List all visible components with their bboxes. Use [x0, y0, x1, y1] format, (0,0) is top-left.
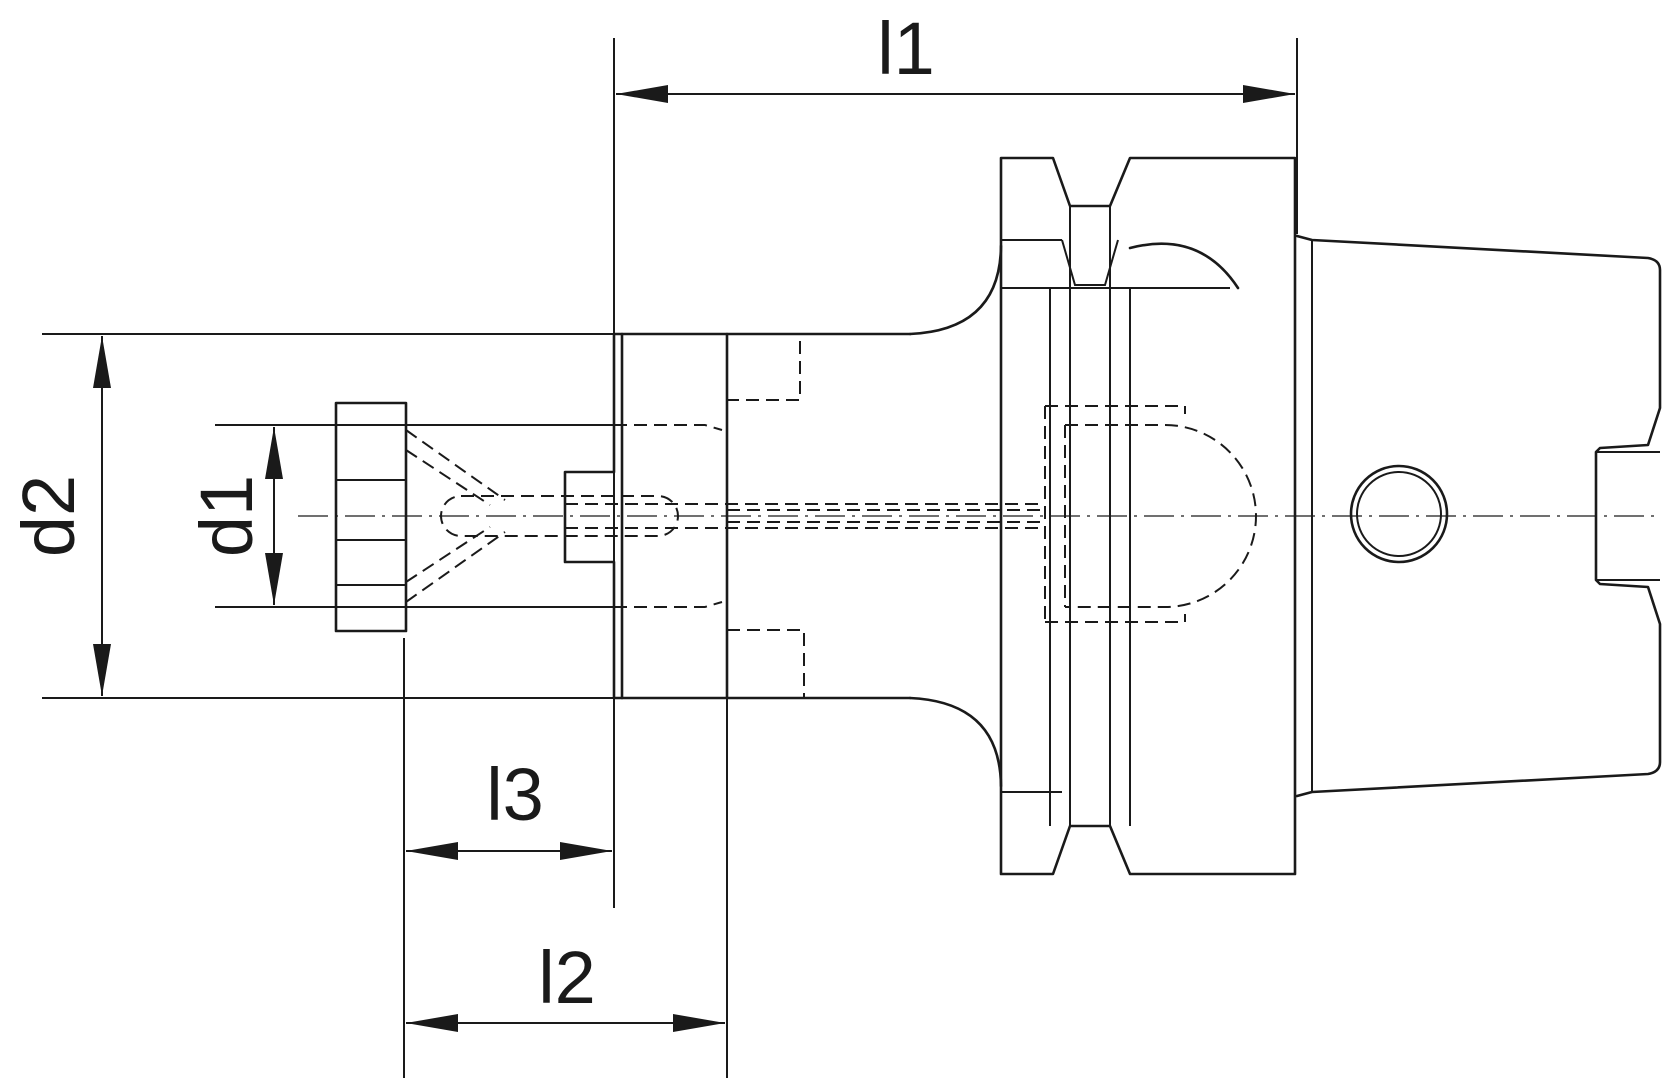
label-l3: l3	[486, 753, 544, 836]
dimension-d2	[93, 336, 111, 696]
label-d2: d2	[7, 475, 90, 557]
dimension-l1	[616, 85, 1295, 103]
label-l2: l2	[538, 936, 596, 1019]
cross-hole	[1349, 464, 1449, 564]
clamping-nut	[334, 401, 408, 633]
extension-lines	[42, 38, 1298, 1078]
label-l1: l1	[877, 7, 935, 90]
flange-outline	[999, 156, 1297, 876]
dimension-l3	[406, 842, 612, 860]
hidden-lines	[405, 333, 1257, 698]
dimension-d1	[265, 427, 283, 605]
label-d1: d1	[185, 475, 268, 557]
front-body-outline	[563, 332, 729, 700]
dimension-l2	[406, 1014, 725, 1032]
taper-shank	[1295, 234, 1662, 798]
